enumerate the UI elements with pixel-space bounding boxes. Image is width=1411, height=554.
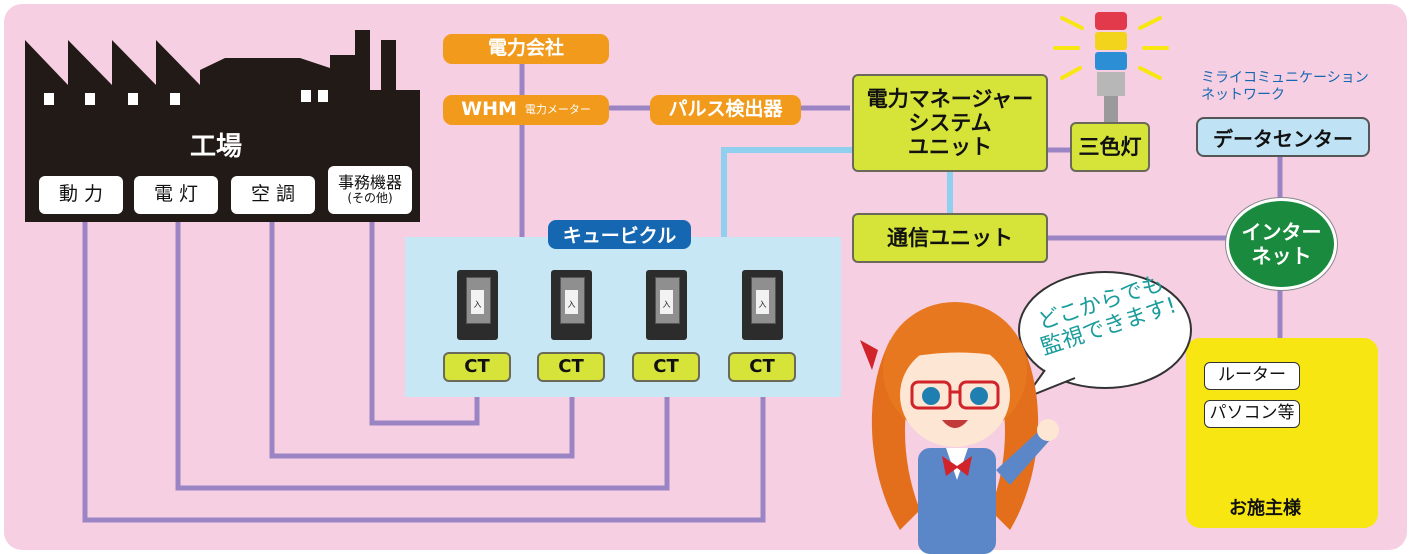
router-box: ルーター	[1204, 362, 1300, 390]
factory-title: 工場	[190, 132, 243, 162]
network-provider-line2: ネットワーク	[1201, 86, 1285, 103]
manager-line1: 電力マネージャー	[866, 86, 1034, 111]
breaker-mark: 入	[660, 290, 673, 314]
breaker-mark: 入	[471, 290, 484, 314]
wire-power	[82, 222, 766, 523]
whm-label: WHM	[461, 98, 517, 121]
office-line2: (その他)	[347, 191, 393, 206]
load-lighting: 電 灯	[134, 176, 218, 214]
wire-cubicle-manager	[721, 147, 852, 238]
manager-line3: ユニット	[908, 135, 992, 160]
ct-sensor: CT	[443, 352, 511, 382]
network-provider: ミライコミュニケーション ネットワーク	[1201, 70, 1369, 104]
internet-line1: インター	[1241, 220, 1322, 244]
breaker-mark: 入	[565, 290, 578, 314]
wire-office	[369, 222, 480, 426]
breaker-mark: 入	[756, 290, 769, 314]
internet-node: インター ネット	[1226, 198, 1337, 290]
whm-sub: 電力メーター	[524, 102, 591, 116]
owner-label: お施主様	[1229, 497, 1301, 519]
power-company: 電力会社	[443, 34, 609, 64]
speech-bubble	[1018, 271, 1192, 400]
breaker: 入	[646, 270, 687, 340]
ct-sensor: CT	[632, 352, 700, 382]
comm-unit: 通信ユニット	[852, 213, 1048, 263]
load-office: 事務機器 (その他)	[328, 166, 412, 214]
data-center: データセンター	[1196, 117, 1370, 157]
signal-tower-icon	[1053, 12, 1169, 122]
breaker: 入	[742, 270, 783, 340]
pc-box: パソコン等	[1204, 400, 1300, 428]
signal-lamp: 三色灯	[1070, 122, 1150, 172]
office-line1: 事務機器	[337, 172, 402, 192]
whm-meter: WHM 電力メーター	[443, 95, 609, 125]
wire-aircon	[269, 222, 575, 459]
wire-lighting	[175, 222, 670, 491]
cubicle-label: キュービクル	[548, 220, 691, 249]
breaker: 入	[457, 270, 498, 340]
manager-unit: 電力マネージャー システム ユニット	[852, 74, 1048, 172]
ct-sensor: CT	[537, 352, 605, 382]
load-power: 動 力	[39, 176, 123, 214]
internet-line2: ネット	[1251, 244, 1312, 268]
breaker: 入	[551, 270, 592, 340]
network-provider-line1: ミライコミュニケーション	[1201, 70, 1369, 86]
factory-building	[25, 30, 420, 222]
pulse-detector: パルス検出器	[650, 95, 801, 125]
ct-sensor: CT	[728, 352, 796, 382]
load-aircon: 空 調	[231, 176, 315, 214]
mascot-character	[860, 302, 1059, 554]
manager-line2: システム	[908, 110, 992, 135]
